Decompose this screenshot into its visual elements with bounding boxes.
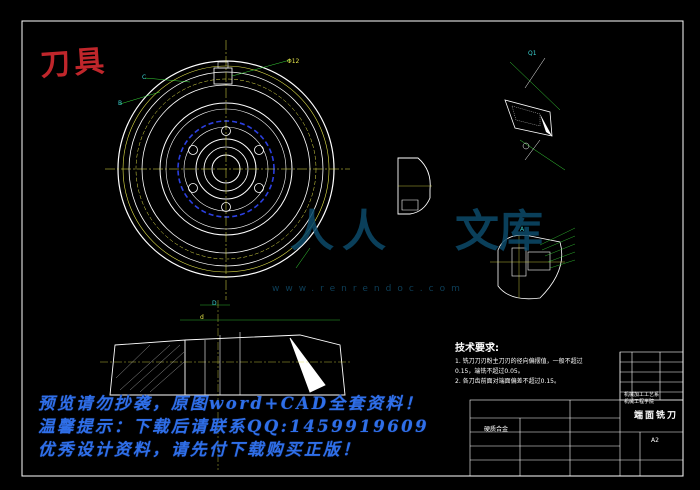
detail-profile: [397, 157, 432, 215]
notes-item: 1. 铣刀刀刃粉主刀刃的径向偏摆值，一般不超过: [455, 358, 583, 365]
watermark-logo-a: 人人: [290, 206, 394, 257]
stamp-title: 刀具: [39, 43, 110, 84]
watermark-line-2: 温馨提示：下载后请联系QQ:1459919609: [38, 417, 430, 436]
detail-section: [490, 227, 576, 300]
title-block-scale: A2: [651, 437, 659, 444]
technical-notes: 技术要求: 1. 铣刀刀刃粉主刀刃的径向偏摆值，一般不超过 0.15，端铣不超过…: [455, 343, 625, 387]
title-block: [469, 351, 684, 477]
watermark-line-1: 预览请勿抄袭，原图word+CAD全套资料！: [38, 394, 424, 413]
front-view: [105, 40, 350, 300]
label-d: D: [212, 300, 217, 307]
watermark-line-3: 优秀设计资料，请先付下载购买正版！: [38, 440, 361, 459]
label-a: A: [520, 226, 525, 233]
title-block-school: 机械加工工艺系 机械工程学院: [624, 392, 660, 405]
dim-top: Φ12: [287, 58, 300, 65]
title-block-material: 硬质合金: [484, 426, 509, 433]
dim-mid: d: [200, 314, 204, 321]
watermark-logo-b: 文库: [455, 206, 543, 257]
angle-label: Q1: [528, 50, 537, 57]
label-c: C: [142, 74, 147, 81]
notes-item: 0.15，端铣不超过0.05。: [455, 368, 524, 375]
label-b: B: [118, 100, 123, 107]
notes-title: 技术要求:: [455, 343, 499, 354]
title-block-title: 端面铣刀: [634, 411, 679, 421]
detail-insert-angle: [504, 57, 566, 171]
section-view: [100, 300, 350, 470]
notes-item: 2. 各刀齿前面对端面偏差不超过0.15。: [455, 378, 560, 385]
drawing-frame: [21, 20, 684, 477]
watermark-url: www.renrendoc.com: [272, 284, 466, 294]
